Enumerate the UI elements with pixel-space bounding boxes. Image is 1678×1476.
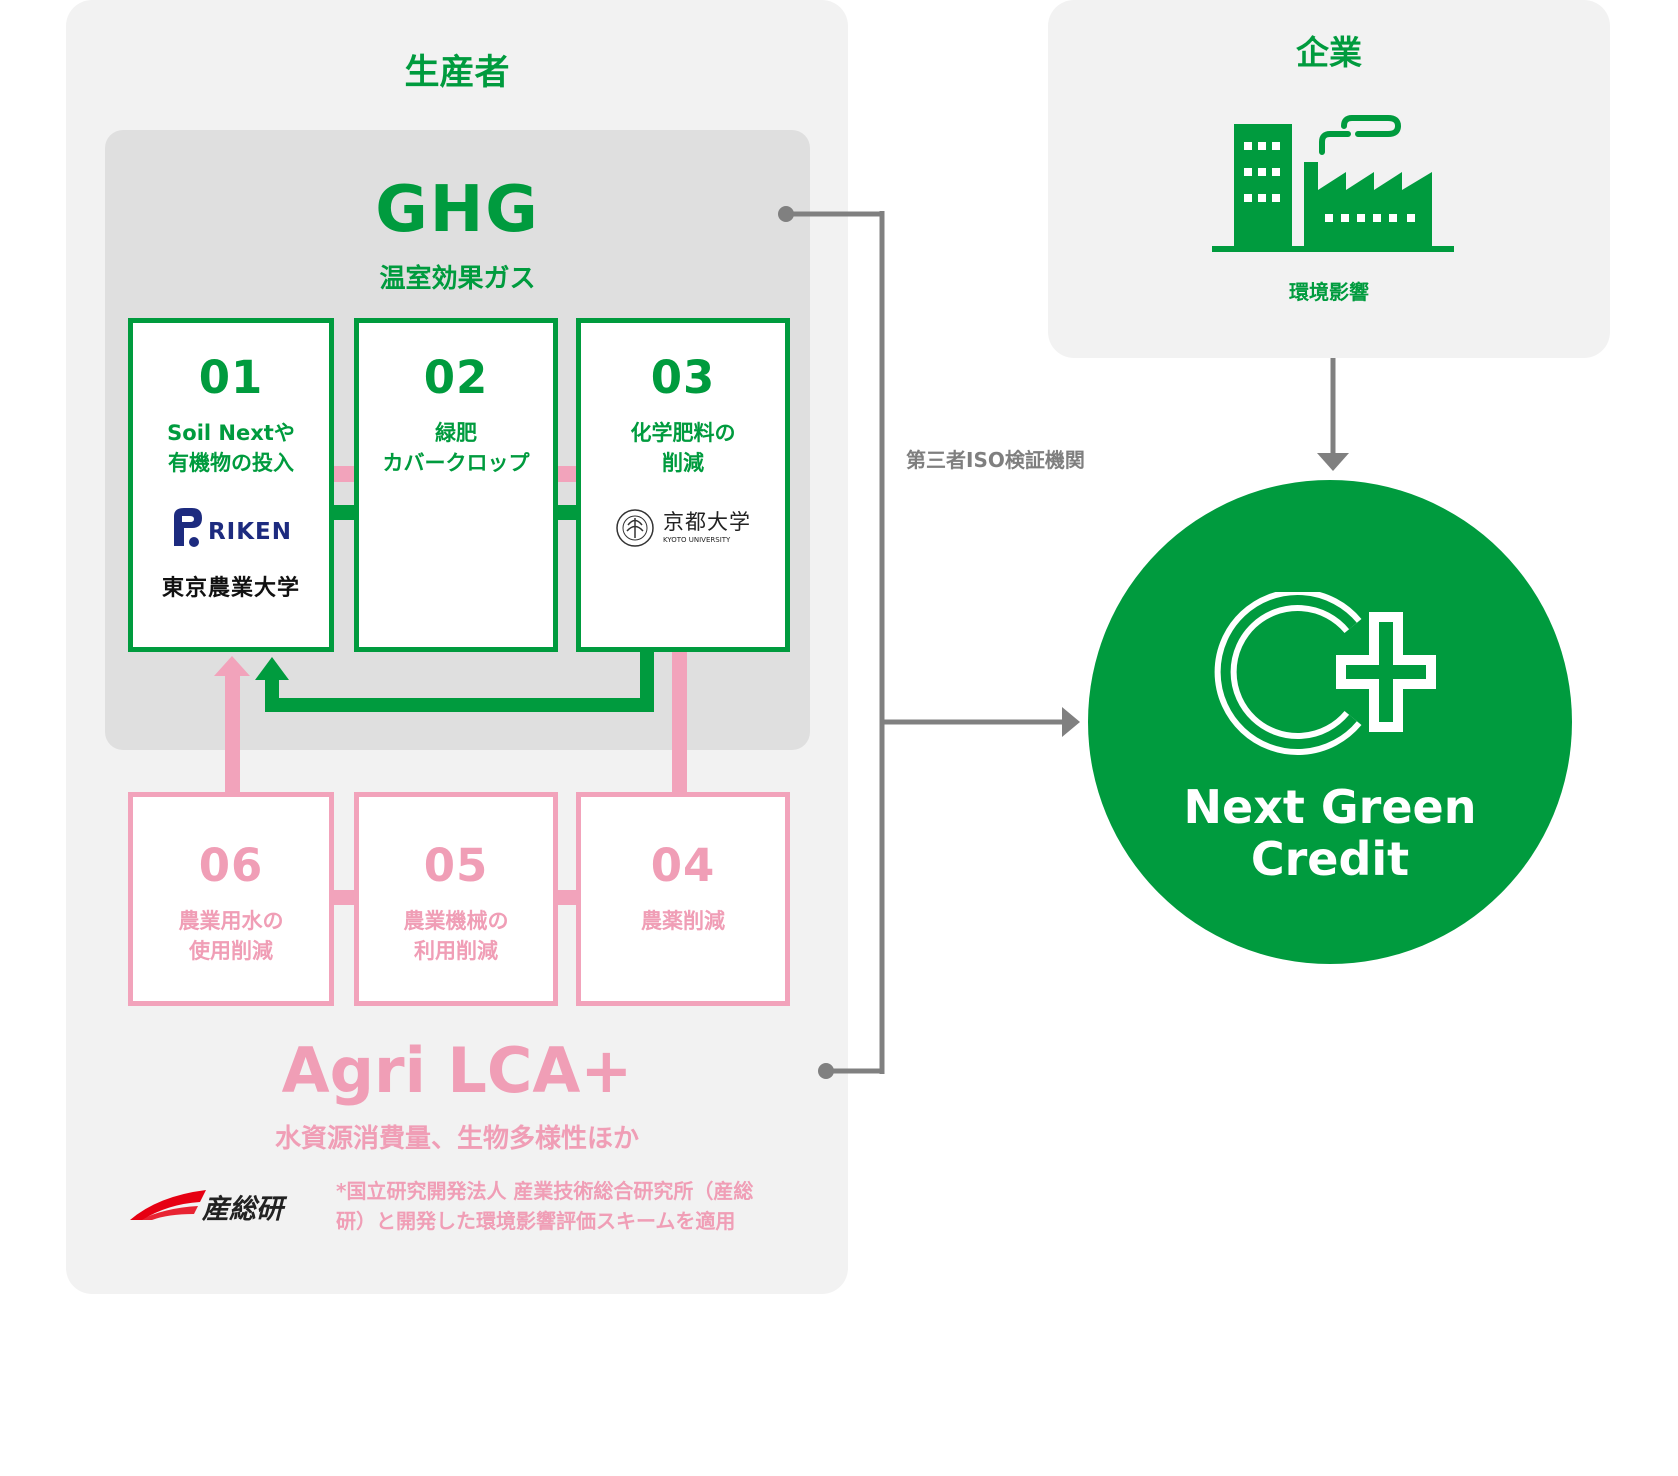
green-link-2-3 [554, 505, 578, 520]
kyoto-logo: 京都大学 KYOTO UNIVERSITY [581, 508, 785, 548]
ghg-box-01: 01 Soil Nextや 有機物の投入 RIKEN 東京農業大学 [128, 318, 334, 652]
pink-link-2-3 [554, 466, 578, 482]
ghg-title: GHG [375, 173, 540, 247]
green-loop-arrowhead [255, 657, 289, 680]
ghg-box-03: 03 化学肥料の 削減 京都大学 KYOTO UNIVERSITY [576, 318, 790, 652]
ghg-box-02: 02 緑肥 カバークロップ [354, 318, 558, 652]
box-label: Soil Nextや 有機物の投入 [167, 421, 295, 475]
box-number: 02 [423, 351, 489, 404]
pink-link-4-3 [672, 652, 687, 794]
aist-swoosh-icon [130, 1190, 206, 1220]
lca-connector-dot [818, 1063, 834, 1079]
lca-box-05: 05 農業機械の 利用削減 [354, 792, 558, 1006]
factory-icon [1212, 115, 1454, 252]
box-number: 03 [650, 351, 716, 404]
box-label: 緑肥 カバークロップ [382, 421, 530, 475]
credit-arrowhead [1062, 707, 1080, 737]
aist-wordmark: 産総研 [202, 1193, 283, 1225]
riken-logo: RIKEN [133, 506, 329, 548]
ghg-subtitle: 温室効果ガス [379, 264, 536, 294]
box-label: 化学肥料の 削減 [630, 421, 736, 475]
lca-box-06: 06 農業用水の 使用削減 [128, 792, 334, 1006]
company-panel [1048, 0, 1610, 358]
aist-note: *国立研究開発法人 産業技術総合研究所（産総 研）と開発した環境影響評価スキーム… [336, 1179, 754, 1233]
credit-title-line1: Next Green [1183, 780, 1477, 834]
kyoto-name-ja: 京都大学 [663, 510, 751, 534]
riken-mark-icon [173, 508, 202, 547]
pink-arrow-6-1-head [214, 656, 250, 676]
kyoto-seal-icon [616, 509, 654, 547]
credit-circle [1088, 480, 1572, 964]
pink-arrow-6-1 [225, 672, 240, 794]
pink-link-5-4 [554, 890, 578, 905]
green-link-1-2 [332, 505, 356, 520]
riken-wordmark: RIKEN [207, 519, 293, 545]
box-number: 05 [423, 839, 489, 892]
company-arrowhead [1317, 453, 1349, 471]
credit-c-plus-icon [1214, 592, 1436, 755]
kyoto-name-en: KYOTO UNIVERSITY [663, 536, 731, 544]
tokyo-nodai-logo: 東京農業大学 [161, 575, 300, 601]
credit-title-line2: Credit [1250, 832, 1410, 886]
box-label: 農業機械の 利用削減 [403, 909, 509, 963]
producer-title: 生産者 [404, 53, 510, 93]
box-label: 農業用水の 使用削減 [178, 909, 284, 963]
lca-box-04: 04 農薬削減 [576, 792, 790, 1006]
agri-lca-title: Agri LCA+ [281, 1034, 633, 1107]
agri-lca-subtitle: 水資源消費量、生物多様性ほか [274, 1124, 639, 1154]
company-title: 企業 [1296, 33, 1362, 72]
box-number: 04 [650, 839, 716, 892]
green-loop-arrow [265, 652, 654, 712]
pink-link-1-2 [332, 466, 356, 482]
ghg-connector-dot [778, 206, 794, 222]
aist-logo: 産総研 [128, 1186, 308, 1226]
pink-link-6-5 [332, 890, 356, 905]
company-caption: 環境影響 [1289, 280, 1369, 304]
box-number: 06 [198, 839, 264, 892]
box-number: 01 [198, 351, 264, 404]
verifier-label: 第三者ISO検証機関 [906, 448, 1085, 472]
box-label: 農薬削減 [641, 909, 725, 933]
